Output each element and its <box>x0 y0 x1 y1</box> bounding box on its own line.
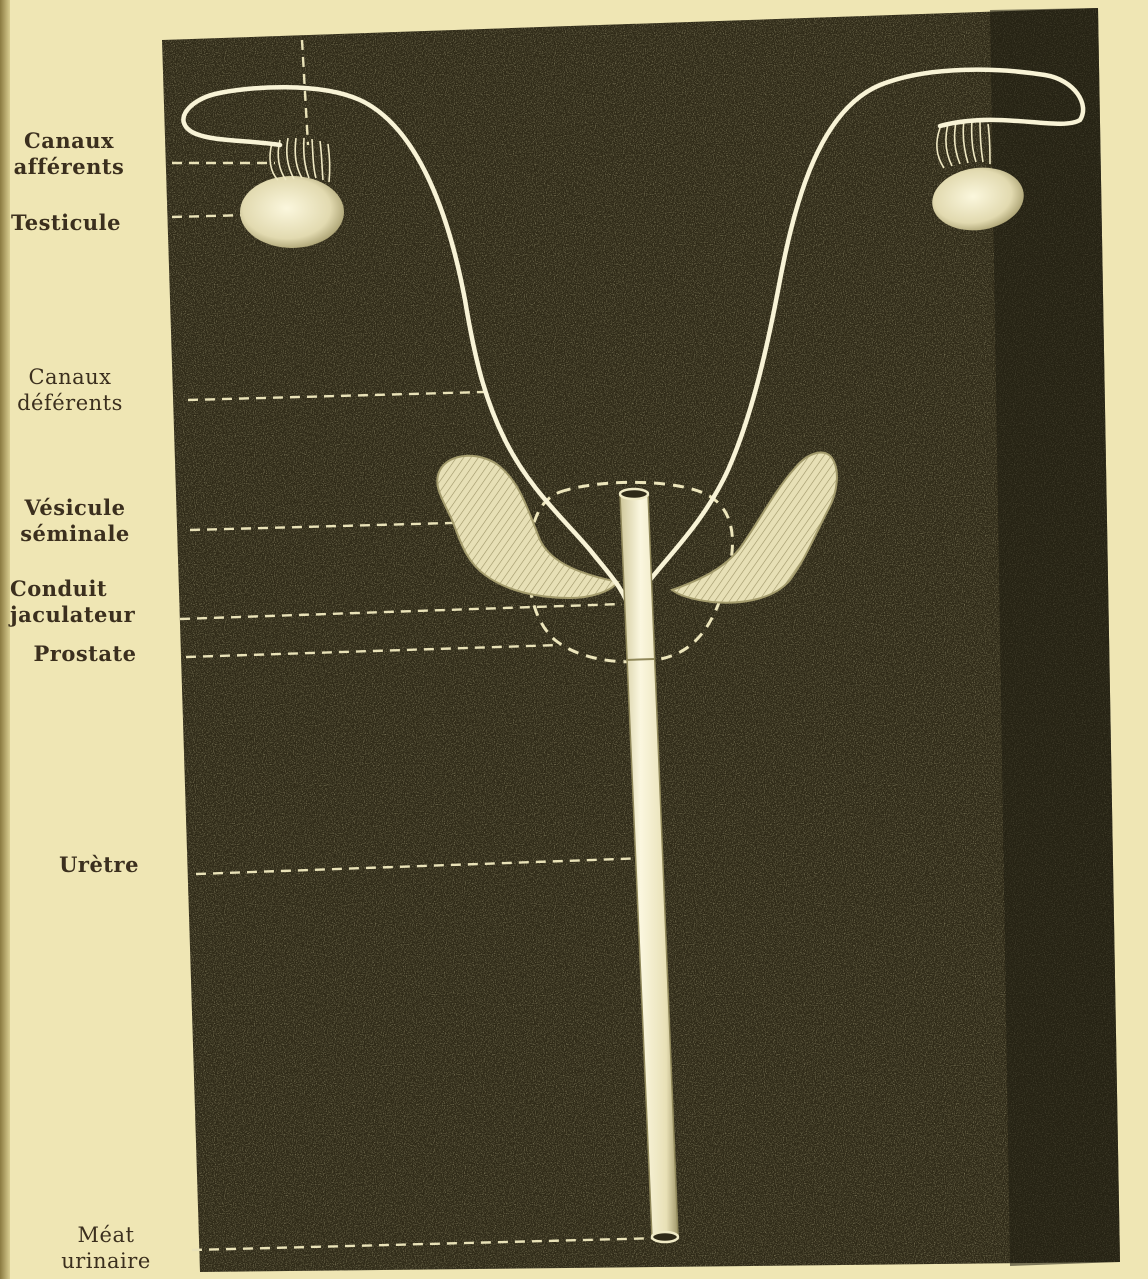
label-line: Prostate <box>20 641 150 667</box>
label-testicule: Testicule <box>4 210 128 236</box>
label-conduit-ejaculateur: Conduit jaculateur <box>0 576 150 628</box>
label-line: afférents <box>10 154 128 180</box>
label-vesicule-seminale: Vésicule séminale <box>12 495 138 547</box>
label-line: jaculateur <box>10 602 150 628</box>
label-line: Urètre <box>44 852 154 878</box>
label-uretre: Urètre <box>44 852 154 878</box>
label-line: Vésicule <box>12 495 138 521</box>
testicule-left <box>240 176 344 248</box>
label-line: Conduit <box>10 576 150 602</box>
label-canaux-deferents: Canaux déférents <box>8 364 132 416</box>
label-line: Testicule <box>4 210 128 236</box>
label-line: Méat <box>48 1222 164 1248</box>
label-meat-urinaire: Méat urinaire <box>48 1222 164 1274</box>
label-line: Canaux <box>8 364 132 390</box>
label-line: séminale <box>12 521 138 547</box>
label-line: Canaux <box>10 128 128 154</box>
label-prostate: Prostate <box>20 641 150 667</box>
label-line: déférents <box>8 390 132 416</box>
label-line: urinaire <box>48 1248 164 1274</box>
label-canaux-afferents: Canaux afférents <box>10 128 128 180</box>
